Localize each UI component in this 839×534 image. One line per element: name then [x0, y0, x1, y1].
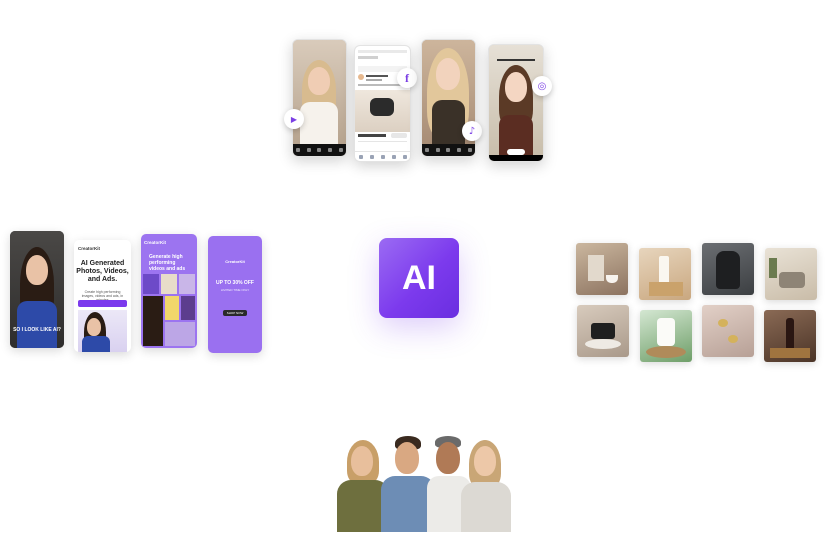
- brand-label: CreatorKit: [144, 240, 167, 245]
- purple-grid-card: CreatorKit Generate high performing vide…: [141, 234, 197, 348]
- card3-sub: LIMITED TIME ONLY: [220, 288, 250, 292]
- card1-cta-button[interactable]: [78, 300, 127, 307]
- ai-label: AI: [402, 258, 436, 297]
- youtube-phone-mockup: [292, 39, 347, 157]
- card2-headline: Generate high performing videos and ads: [149, 254, 186, 272]
- tiktok-phone-mockup: [421, 39, 476, 157]
- product-tile-jewelry: [702, 305, 754, 357]
- creator-person: [337, 440, 389, 532]
- product-tile-chair: [765, 248, 817, 300]
- product-tile-backpack: [702, 243, 754, 295]
- facebook-icon: f: [397, 68, 417, 88]
- card3-headline: UP TO 30% OFF: [216, 280, 254, 286]
- instagram-icon: ◎: [532, 76, 552, 96]
- creator-person: [427, 436, 471, 532]
- tiktok-icon: ♪: [462, 121, 482, 141]
- product-tile-supplement: [640, 310, 692, 362]
- brand-label: CreatorKit: [78, 246, 101, 251]
- creator-person: [381, 436, 435, 532]
- facebook-phone-mockup: [354, 45, 411, 162]
- video-caption: SO I LOOK LIKE AI?: [13, 327, 61, 333]
- card3-cta: SHOP NOW: [226, 311, 244, 315]
- product-tile-coffee: [576, 243, 628, 295]
- youtube-icon: ▶: [284, 109, 304, 129]
- ugc-video-card: SO I LOOK LIKE AI?: [10, 231, 64, 348]
- creator-person: [459, 440, 511, 532]
- creators-group-photo: [335, 436, 511, 532]
- instagram-phone-mockup: [488, 44, 544, 162]
- landing-page-card: CreatorKit AI Generated Photos, Videos, …: [74, 240, 131, 352]
- ai-badge: AI: [379, 238, 459, 318]
- product-tile-cream: [639, 248, 691, 300]
- sale-offer-card: CreatorKit UP TO 30% OFF LIMITED TIME ON…: [208, 236, 262, 353]
- shop-now-button[interactable]: [223, 310, 247, 316]
- brand-label: CreatorKit: [225, 259, 245, 264]
- card1-headline: AI Generated Photos, Videos, and Ads.: [76, 260, 129, 284]
- product-tile-wine: [764, 310, 816, 362]
- product-tile-ring-box: [577, 305, 629, 357]
